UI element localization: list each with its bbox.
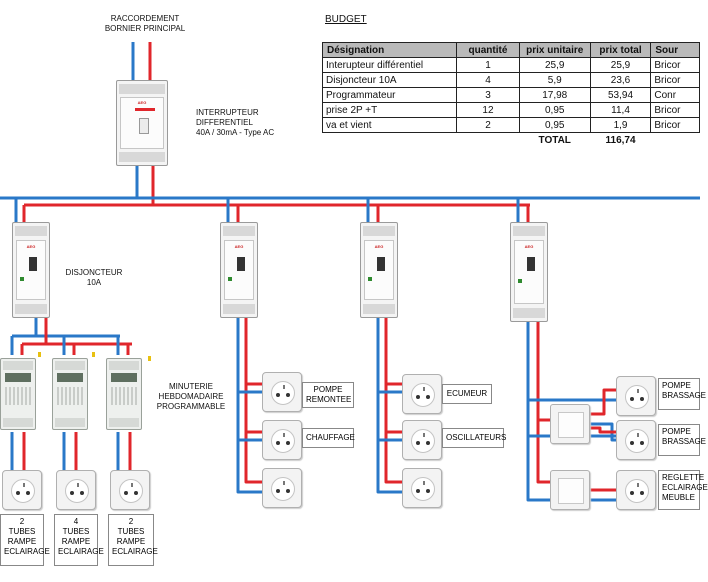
cell-prix-total: 53,94	[589, 87, 652, 103]
cell-designation: Disjoncteur 10A	[321, 72, 458, 88]
header-prix-total: prix total	[589, 42, 652, 58]
cell-source: Bricor	[650, 72, 700, 88]
cell-prix-total: 11,4	[589, 102, 652, 118]
table-row: Disjoncteur 10A 4 5,9 23,6 Bricor	[321, 72, 700, 88]
total-value: 116,74	[605, 134, 636, 146]
outlet	[616, 376, 656, 416]
cell-prix-unitaire: 0,95	[518, 102, 591, 118]
label-col1-tubes-2: 4 TUBES RAMPE ECLAIRAGE	[54, 514, 104, 566]
cell-designation: va et vient	[321, 117, 458, 133]
budget-header-row: Désignation quantité prix unitaire prix …	[321, 42, 700, 58]
cell-designation: Interupteur différentiel	[321, 57, 458, 73]
cell-prix-total: 25,9	[589, 57, 652, 73]
timer-1	[0, 358, 36, 430]
outlet	[262, 420, 302, 460]
cell-prix-unitaire: 25,9	[518, 57, 591, 73]
timer-3	[106, 358, 142, 430]
va-et-vient-switch	[550, 470, 590, 510]
label-interrupteur: INTERRUPTEUR DIFFERENTIEL 40A / 30mA - T…	[196, 108, 275, 137]
table-row: prise 2P +T 12 0,95 11,4 Bricor	[321, 102, 700, 118]
table-row: va et vient 2 0,95 1,9 Bricor	[321, 117, 700, 133]
breaker-4: AEG	[510, 222, 548, 322]
main-differential-breaker: AEG	[116, 80, 168, 166]
outlet	[56, 470, 96, 510]
cell-prix-total: 23,6	[589, 72, 652, 88]
label-raccordement: RACCORDEMENT BORNIER PRINCIPAL	[104, 14, 186, 33]
cell-prix-unitaire: 17,98	[518, 87, 591, 103]
cell-source: Bricor	[650, 117, 700, 133]
label-minuterie: MINUTERIE HEBDOMADAIRE PROGRAMMABLE	[156, 382, 226, 411]
outlet	[262, 372, 302, 412]
label-reglette: REGLETTE ECLAIRAGE MEUBLE	[658, 470, 708, 510]
cell-quantite: 3	[456, 87, 520, 103]
outlet	[110, 470, 150, 510]
budget-title: BUDGET	[325, 14, 367, 25]
header-designation: Désignation	[321, 42, 458, 58]
cell-source: Conr	[650, 87, 700, 103]
outlet	[402, 420, 442, 460]
cell-quantite: 4	[456, 72, 520, 88]
breaker-1: AEG	[12, 222, 50, 318]
indicator-dot	[38, 352, 41, 357]
table-row: Interupteur différentiel 1 25,9 25,9 Bri…	[321, 57, 700, 73]
total-label: TOTAL	[538, 134, 571, 146]
indicator-dot	[148, 356, 151, 361]
label-oscillateurs: OSCILLATEURS	[442, 428, 506, 448]
header-prix-unitaire: prix unitaire	[518, 42, 591, 58]
outlet	[402, 468, 442, 508]
budget-table: Désignation quantité prix unitaire prix …	[321, 42, 700, 148]
cell-prix-unitaire: 0,95	[518, 117, 591, 133]
cell-source: Bricor	[650, 57, 700, 73]
label-col1-tubes-3: 2 TUBES RAMPE ECLAIRAGE	[108, 514, 158, 566]
table-row: Programmateur 3 17,98 53,94 Conr	[321, 87, 700, 103]
va-et-vient-switch	[550, 404, 590, 444]
cell-designation: Programmateur	[321, 87, 458, 103]
cell-quantite: 12	[456, 102, 520, 118]
cell-quantite: 2	[456, 117, 520, 133]
outlet	[616, 470, 656, 510]
cell-prix-total: 1,9	[589, 117, 652, 133]
outlet	[262, 468, 302, 508]
label-chauffage: CHAUFFAGE	[302, 428, 355, 448]
breaker-3: AEG	[360, 222, 398, 318]
outlet	[616, 420, 656, 460]
budget-total-row: TOTAL 116,74	[323, 133, 700, 148]
outlet	[402, 374, 442, 414]
indicator-dot	[92, 352, 95, 357]
breaker-2: AEG	[220, 222, 258, 318]
label-ecumeur: ECUMEUR	[442, 384, 492, 404]
label-col1-tubes-1: 2 TUBES RAMPE ECLAIRAGE	[0, 514, 50, 566]
label-pompe-brassage-2: POMPE BRASSAGE	[658, 424, 706, 456]
label-pompe-brassage-1: POMPE BRASSAGE	[658, 378, 706, 410]
header-quantite: quantité	[456, 42, 520, 58]
outlet	[2, 470, 42, 510]
cell-quantite: 1	[456, 57, 520, 73]
cell-source: Bricor	[650, 102, 700, 118]
label-disjoncteur: DISJONCTEUR 10A	[65, 268, 123, 287]
label-pompe-remontee: POMPE REMONTEE	[302, 382, 354, 408]
header-source: Sour	[650, 42, 700, 58]
timer-2	[52, 358, 88, 430]
cell-designation: prise 2P +T	[321, 102, 458, 118]
cell-prix-unitaire: 5,9	[518, 72, 591, 88]
